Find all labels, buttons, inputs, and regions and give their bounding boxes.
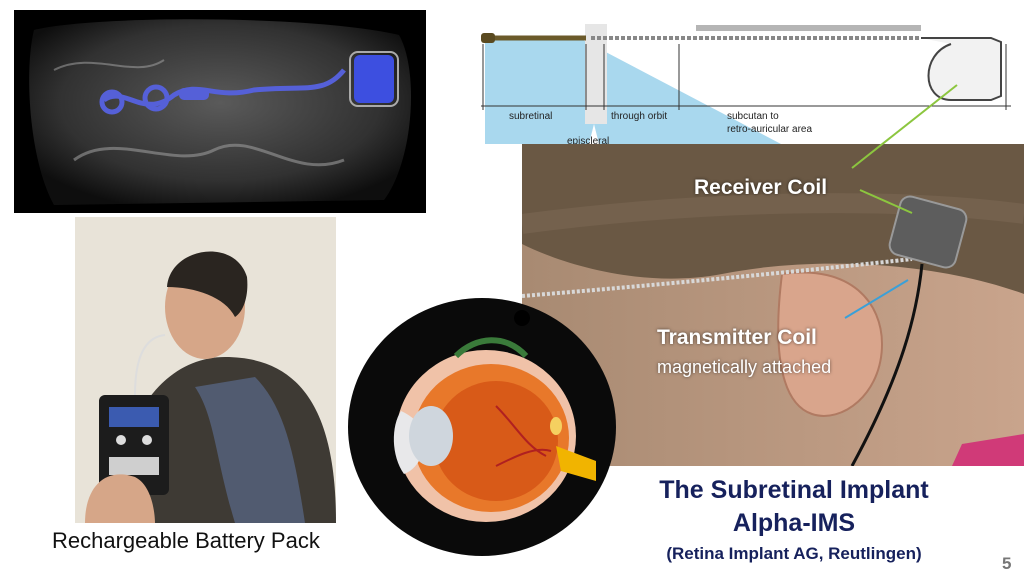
transmitter-coil-sublabel: magnetically attached bbox=[657, 357, 832, 377]
battery-pack-caption: Rechargeable Battery Pack bbox=[52, 528, 320, 553]
implant-route-diagram: subretinal episcleral through orbit subc… bbox=[481, 14, 1015, 144]
eye-cross-section-image bbox=[346, 296, 618, 558]
transmitter-coil-label: Transmitter Coil bbox=[657, 326, 817, 349]
skull-xray-image bbox=[14, 10, 426, 213]
label-through-orbit: through orbit bbox=[611, 111, 668, 122]
label-episcleral: episcleral bbox=[567, 136, 610, 144]
label-retro-auricular: retro-auricular area bbox=[727, 124, 813, 135]
receiver-coil-label: Receiver Coil bbox=[694, 176, 828, 199]
label-subcutan: subcutan to bbox=[727, 111, 779, 122]
slide-title-line3: (Retina Implant AG, Reutlingen) bbox=[666, 544, 922, 563]
slide-title-line2: Alpha-IMS bbox=[732, 509, 856, 537]
battery-pack-photo bbox=[75, 217, 336, 523]
slide-title-line1: The Subretinal Implant bbox=[659, 476, 929, 504]
page-number: 5 bbox=[1002, 554, 1012, 573]
label-subretinal: subretinal bbox=[509, 111, 553, 122]
